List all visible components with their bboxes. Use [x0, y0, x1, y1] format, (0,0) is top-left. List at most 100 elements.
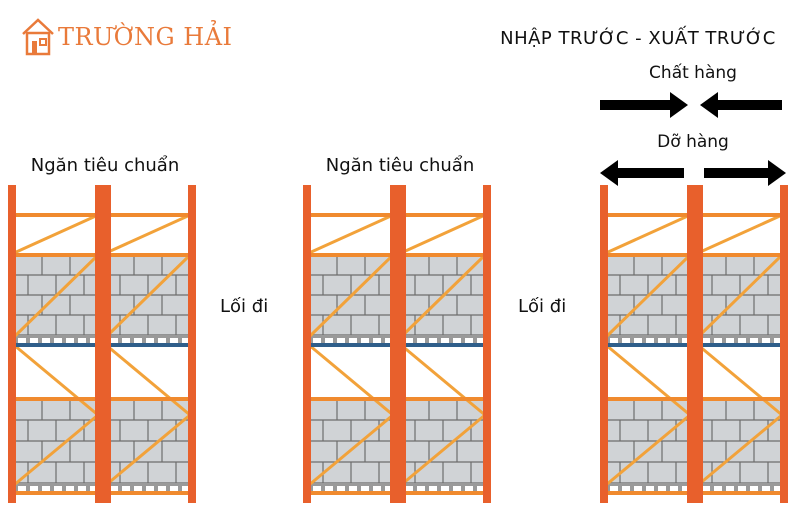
pallet-block	[369, 486, 373, 491]
pallet-block	[449, 486, 453, 491]
rack-upright	[95, 185, 103, 503]
pallet-top	[401, 483, 485, 486]
diagonal-brace	[308, 343, 394, 417]
diagonal-brace	[308, 413, 394, 487]
pallet-block	[734, 338, 738, 343]
pallet-block	[345, 486, 349, 491]
pallet-block	[166, 338, 170, 343]
pallet-top	[14, 335, 98, 338]
pallet-block	[74, 338, 78, 343]
rack-upright	[188, 185, 196, 503]
diagonal-brace	[400, 343, 486, 417]
pallet-block	[130, 486, 134, 491]
rack-upright	[8, 185, 16, 503]
diagonal-brace	[605, 213, 691, 255]
diagonal-brace	[605, 343, 691, 417]
unload-arrow-right-icon	[704, 160, 786, 186]
load-arrow-right-icon	[600, 92, 688, 118]
diagonal-brace	[697, 413, 783, 487]
pallet-block	[654, 486, 658, 491]
storage-rack-1	[8, 185, 196, 503]
pallet-block	[425, 338, 429, 343]
pallet-block	[333, 338, 337, 343]
pallet-top	[309, 335, 393, 338]
pallet-block	[618, 338, 622, 343]
pallet-block	[74, 486, 78, 491]
pallet-block	[381, 486, 385, 491]
pallet-block	[770, 486, 774, 491]
pallet-block	[666, 338, 670, 343]
diagonal-brace	[604, 253, 692, 339]
pallet-block	[62, 338, 66, 343]
diagonal-brace	[104, 253, 192, 339]
pallet-block	[413, 486, 417, 491]
pallet-block	[86, 338, 90, 343]
diagonal-brace	[105, 213, 191, 255]
diagonal-brace	[12, 253, 100, 339]
storage-rack-3	[600, 185, 788, 503]
diagonal-brace	[696, 253, 784, 339]
load-arrow-left-icon	[700, 92, 782, 118]
pallet-top	[309, 483, 393, 486]
pallet-block	[142, 486, 146, 491]
rack-upright	[780, 185, 788, 503]
pallet-block	[357, 486, 361, 491]
pallet-block	[38, 338, 42, 343]
pallet-block	[345, 338, 349, 343]
pallet-block	[642, 486, 646, 491]
pallet-block	[86, 486, 90, 491]
rack-frame	[600, 185, 788, 503]
diagonal-brace	[697, 343, 783, 417]
pallet-block	[630, 486, 634, 491]
diagonal-brace	[13, 213, 99, 255]
pallet-block	[178, 486, 182, 491]
pallet-block	[369, 338, 373, 343]
pallet-block	[62, 486, 66, 491]
pallet-block	[678, 486, 682, 491]
pallet-block	[118, 338, 122, 343]
pallet-block	[758, 486, 762, 491]
pallet-top	[106, 335, 190, 338]
unload-arrow-left-icon	[600, 160, 684, 186]
pallet-block	[321, 338, 325, 343]
pallet-block	[50, 486, 54, 491]
pallet-block	[26, 338, 30, 343]
pallet-block	[642, 338, 646, 343]
unload-label: Dỡ hàng	[657, 132, 729, 152]
pallet-block	[50, 338, 54, 343]
pallet-block	[618, 486, 622, 491]
house-icon	[22, 18, 54, 56]
rack-frame	[8, 185, 196, 503]
pallet-top	[606, 483, 690, 486]
logo-text: TRƯỜNG HẢI	[58, 23, 233, 51]
logo: TRƯỜNG HẢI	[20, 14, 233, 60]
pallet-block	[758, 338, 762, 343]
pallet-block	[770, 338, 774, 343]
pallet-block	[357, 338, 361, 343]
pallet-block	[461, 338, 465, 343]
pallet-block	[473, 338, 477, 343]
pallet-top	[698, 483, 782, 486]
diagonal-brace	[400, 213, 486, 255]
pallet-block	[130, 338, 134, 343]
pallet-block	[413, 338, 417, 343]
pallet-block	[734, 486, 738, 491]
pallet-top	[14, 483, 98, 486]
pallet-block	[461, 486, 465, 491]
diagonal-brace	[13, 343, 99, 417]
section-title: NHẬP TRƯỚC - XUẤT TRƯỚC	[500, 28, 776, 49]
pallet-top	[106, 483, 190, 486]
pallet-block	[437, 486, 441, 491]
pallet-block	[381, 338, 385, 343]
rack-upright	[483, 185, 491, 503]
aisle-label-1: Lối đi	[220, 296, 269, 317]
rack-frame	[303, 185, 491, 503]
diagonal-brace	[697, 213, 783, 255]
pallet-top	[401, 335, 485, 338]
rack-upright	[398, 185, 406, 503]
pallet-top	[698, 335, 782, 338]
pallet-block	[437, 338, 441, 343]
pallet-block	[333, 486, 337, 491]
rack-label-1: Ngăn tiêu chuẩn	[30, 155, 180, 176]
pallet-block	[178, 338, 182, 343]
